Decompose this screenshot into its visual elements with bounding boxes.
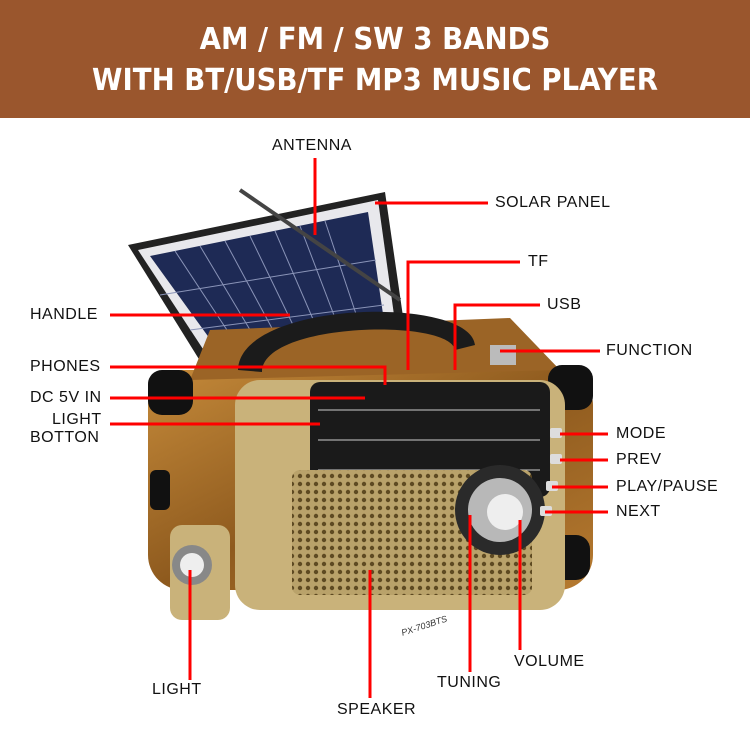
callout-tuning: TUNING: [437, 674, 502, 691]
handle: [238, 311, 475, 372]
callout-mode: MODE: [616, 425, 666, 442]
callout-solar-panel: SOLAR PANEL: [495, 194, 611, 211]
callout-function: FUNCTION: [606, 342, 693, 359]
callout-phones: PHONES: [30, 358, 101, 375]
title-line-1: AM / FM / SW 3 BANDS: [199, 22, 551, 57]
callout-light-button-line1: LIGHT: [52, 411, 102, 428]
callout-usb: USB: [547, 296, 582, 313]
callout-lines: [110, 158, 608, 698]
callout-tf: TF: [528, 253, 549, 270]
model-label: PX-703BTS: [400, 614, 448, 638]
callout-light: LIGHT: [152, 681, 202, 698]
title-banner: AM / FM / SW 3 BANDS WITH BT/USB/TF MP3 …: [0, 0, 750, 118]
callout-next: NEXT: [616, 503, 661, 520]
callout-handle: HANDLE: [30, 306, 98, 323]
callout-dc-in: DC 5V IN: [30, 389, 102, 406]
antenna: [238, 188, 402, 302]
callout-light-button-line2: BOTTON: [30, 429, 100, 446]
callout-speaker: SPEAKER: [337, 701, 417, 718]
callout-play-pause: PLAY/PAUSE: [616, 478, 719, 495]
callout-volume: VOLUME: [514, 653, 585, 670]
callout-prev: PREV: [616, 451, 662, 468]
title-line-2: WITH BT/USB/TF MP3 MUSIC PLAYER: [92, 63, 658, 98]
callout-antenna: ANTENNA: [272, 137, 352, 154]
